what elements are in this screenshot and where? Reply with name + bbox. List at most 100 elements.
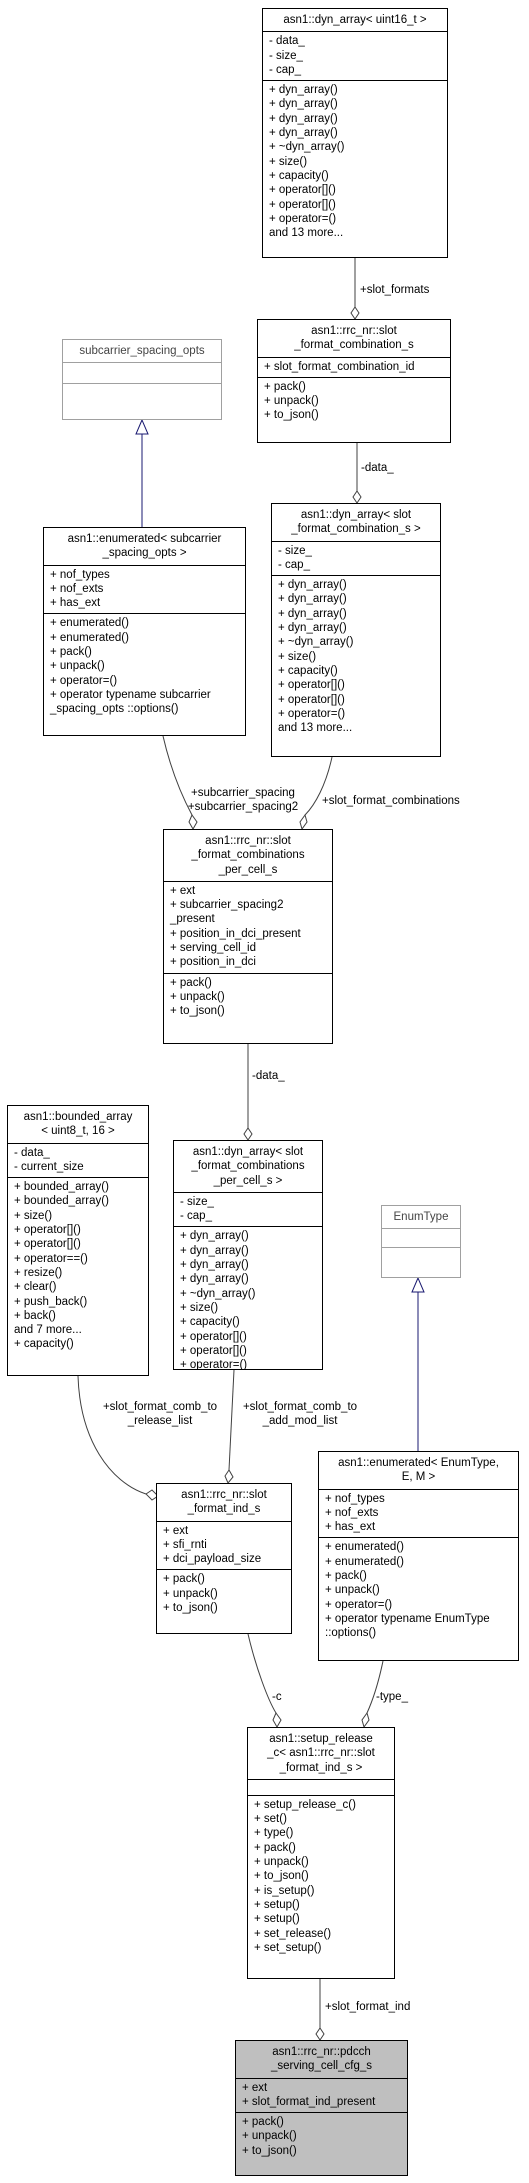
class-attributes-line: - data_ [14,1146,50,1159]
class-attributes-line: - cap_ [278,558,310,571]
class-attributes-line: + slot_format_ind_present [242,2095,376,2108]
class-attributes-line: - current_size [14,1160,84,1173]
class-attributes-line: + nof_exts [325,1506,379,1519]
class-methods-line: + dyn_array() [180,1230,249,1243]
class-methods-line: + ~dyn_array() [180,1287,256,1300]
edge-label-line: -data_ [252,1070,285,1082]
class-node-enumerated-enumtype[interactable]: asn1::enumerated< EnumType,E, M >+ nof_t… [318,1451,519,1661]
class-methods-line: + set_release() [254,1927,332,1940]
class-methods-line: and 13 more... [278,722,353,735]
class-title-line: asn1::rrc_nr::slot [181,1489,267,1501]
class-methods-line: + dyn_array() [269,112,338,125]
class-methods-line: + capacity() [180,1316,240,1329]
class-methods-line: + unpack() [254,1856,309,1869]
class-attributes-line: + dci_payload_size [163,1553,262,1566]
class-node-enum-type[interactable]: EnumType [381,1205,461,1278]
class-methods-line: + capacity() [14,1338,74,1351]
class-methods-line: + unpack() [242,2130,297,2143]
edge-label-line: _add_mod_list [262,1415,338,1427]
edge-label-line: +subcarrier_spacing2 [187,801,299,813]
class-methods-line: + pack() [325,1570,367,1583]
edge-label-line: +slot_formats [360,284,430,296]
class-methods: + pack()+ unpack()+ to_json() [236,2112,407,2161]
class-methods-line: + operator=() [180,1359,248,1370]
edge-label-line: +slot_format_comb_to [242,1401,358,1413]
class-methods-line: + pack() [163,1573,205,1586]
class-node-slot-format-ind-s[interactable]: asn1::rrc_nr::slot_format_ind_s+ ext+ sf… [156,1483,292,1634]
class-attributes-line: + ext [163,1524,189,1537]
class-attributes: - size_- cap_ [272,540,440,576]
class-title: subcarrier_spacing_opts [63,340,221,362]
class-title-line: asn1::rrc_nr::slot [311,325,397,337]
class-title-line: asn1::dyn_array< slot [192,1146,304,1158]
edge-label-line: -type_ [376,1691,408,1703]
class-methods-line: + unpack() [170,990,225,1003]
class-attributes-line: - cap_ [180,1210,212,1223]
class-attributes [63,362,221,383]
edge-c [247,1633,277,1714]
class-methods-line: + operator[]() [269,184,336,197]
class-methods-line: + pack() [242,2116,284,2129]
class-title-line: E, M > [401,1471,436,1484]
class-methods [63,383,221,404]
class-node-bounded-array[interactable]: asn1::bounded_array< uint8_t, 16 >- data… [7,1105,149,1376]
class-methods-line: + operator[]() [180,1330,247,1343]
class-methods-line: + clear() [14,1281,57,1294]
class-methods-line: + dyn_array() [269,98,338,111]
edge-label-slot-format-ind: +slot_format_ind [325,2000,410,2014]
class-methods-line: + unpack() [325,1584,380,1597]
class-attributes-line: - size_ [269,49,303,62]
class-title: asn1::rrc_nr::pdcch_serving_cell_cfg_s [236,2041,407,2078]
class-node-enumerated-subcarrier[interactable]: asn1::enumerated< subcarrier_spacing_opt… [43,527,246,736]
class-title-line: _format_combination_s > [291,523,421,536]
class-title-line: EnumType [393,1211,449,1223]
class-attributes-line: + position_in_dci_present [170,927,301,940]
class-methods-line: + setup_release_c() [254,1798,356,1811]
class-node-dyn-array-slot-format-combination-s[interactable]: asn1::dyn_array< slot_format_combination… [271,503,441,757]
class-attributes: - data_- size_- cap_ [263,31,447,80]
class-title-line: < uint8_t, 16 > [41,1125,115,1138]
class-title-line: asn1::enumerated< EnumType, [338,1457,499,1469]
class-node-slot-format-combinations-per-cell-s[interactable]: asn1::rrc_nr::slot_format_combinations_p… [163,829,333,1044]
class-methods-line: + to_json() [254,1870,309,1883]
edge-subcarrier-spacing-diamond [188,813,198,831]
class-title: asn1::dyn_array< slot_format_combination… [272,504,440,541]
class-methods: + pack()+ unpack()+ to_json() [258,376,450,426]
edge-label-c: -c [272,1690,282,1704]
class-node-subcarrier-spacing-opts[interactable]: subcarrier_spacing_opts [62,339,222,420]
class-attributes-line: + sfi_rnti [163,1538,207,1551]
class-attributes [248,1778,394,1795]
class-node-dyn-array-per-cell[interactable]: asn1::dyn_array< slot_format_combination… [173,1140,323,1370]
class-attributes-line: + nof_types [325,1492,385,1505]
class-methods-line: _spacing_opts ::options() [50,703,179,716]
class-node-pdcch-serving-cell-cfg-s[interactable]: asn1::rrc_nr::pdcch_serving_cell_cfg_s+ … [235,2040,408,2176]
class-attributes: + ext+ slot_format_ind_present [236,2077,407,2113]
class-methods-line: + operator=() [50,674,118,687]
class-title-line: asn1::enumerated< subcarrier [67,533,222,545]
class-node-setup-release-c[interactable]: asn1::setup_release_c< asn1::rrc_nr::slo… [247,1727,395,1979]
class-methods-line: + to_json() [264,409,319,422]
class-methods: + pack()+ unpack()+ to_json() [157,1569,291,1618]
class-methods-line: + enumerated() [325,1541,404,1554]
class-title-line: subcarrier_spacing_opts [79,345,205,357]
class-title-line: asn1::bounded_array [23,1111,133,1123]
edge-label-line: +slot_format_ind [325,2001,411,2013]
class-node-slot-format-combination-s[interactable]: asn1::rrc_nr::slot_format_combination_s+… [257,319,451,443]
class-methods-line: + pack() [254,1841,296,1854]
edge-label-data-1: -data_ [361,461,394,475]
class-title-line: asn1::rrc_nr::pdcch [272,2046,371,2058]
edge-label-line: -data_ [361,462,394,474]
class-methods-line: + pack() [50,646,92,659]
class-methods: + dyn_array()+ dyn_array()+ dyn_array()+… [174,1226,322,1370]
class-methods-line: + enumerated() [50,617,129,630]
class-title-line: _per_cell_s > [213,1174,283,1187]
edge-type [366,1660,384,1714]
class-methods-line: + operator[]() [14,1224,81,1237]
class-methods-line: + dyn_array() [180,1273,249,1286]
class-methods-line: + size() [180,1301,219,1314]
class-attributes-line: + position_in_dci [170,956,256,969]
class-title-line: asn1::dyn_array< slot [300,509,412,521]
class-title-line: _format_combination_s [294,339,414,352]
class-title: asn1::dyn_array< slot_format_combination… [174,1141,322,1192]
class-node-dyn-array-uint16[interactable]: asn1::dyn_array< uint16_t >- data_- size… [262,8,448,258]
